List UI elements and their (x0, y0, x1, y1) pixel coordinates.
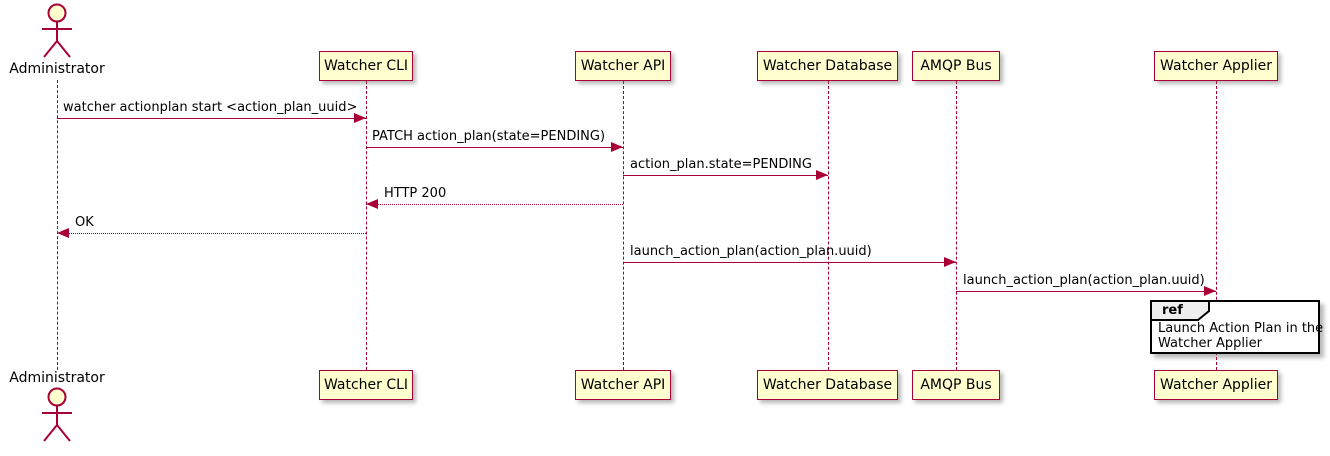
ref-text-line1: Launch Action Plan in the (1158, 321, 1324, 336)
participant-amqp-bus-top: AMQP Bus (912, 51, 1000, 81)
participant-watcher-cli-top: Watcher CLI (319, 51, 413, 81)
message-1-label: watcher actionplan start <action_plan_uu… (63, 100, 358, 115)
message-3-line (623, 175, 828, 176)
lifeline-administrator (57, 80, 58, 370)
message-6-label: launch_action_plan(action_plan.uuid) (630, 244, 872, 259)
actor-icon (42, 387, 72, 442)
actor-label-top: Administrator (9, 61, 105, 77)
participant-amqp-bus-bottom: AMQP Bus (912, 370, 1000, 400)
message-6-line (623, 262, 956, 263)
actor-icon (42, 3, 72, 58)
arrowhead-right-icon (354, 113, 366, 123)
message-3-label: action_plan.state=PENDING (630, 157, 812, 172)
message-2-line (366, 147, 623, 148)
ref-pentagon-icon (1150, 300, 1210, 321)
participant-watcher-applier-bottom: Watcher Applier (1154, 370, 1278, 400)
message-4-label: HTTP 200 (384, 186, 447, 201)
participant-watcher-database-bottom: Watcher Database (757, 370, 898, 400)
ref-fragment: ref Launch Action Plan in the Watcher Ap… (1150, 300, 1324, 354)
participant-watcher-api-bottom: Watcher API (575, 370, 671, 400)
message-7-label: launch_action_plan(action_plan.uuid) (963, 273, 1205, 288)
ref-keyword: ref (1162, 303, 1183, 318)
arrowhead-left-icon (366, 199, 378, 209)
participant-watcher-cli-bottom: Watcher CLI (319, 370, 413, 400)
arrowhead-right-icon (611, 142, 623, 152)
message-1-line (57, 118, 366, 119)
arrowhead-right-icon (944, 257, 956, 267)
actor-label-bottom: Administrator (9, 370, 105, 386)
lifeline-watcher-cli (366, 81, 367, 370)
lifeline-watcher-database (828, 81, 829, 370)
arrowhead-right-icon (1204, 286, 1216, 296)
message-4-line (366, 204, 623, 205)
participant-watcher-api-top: Watcher API (575, 51, 671, 81)
lifeline-amqp-bus (956, 81, 957, 370)
arrowhead-left-icon (57, 228, 69, 238)
message-2-label: PATCH action_plan(state=PENDING) (372, 129, 606, 144)
participant-watcher-database-top: Watcher Database (757, 51, 898, 81)
lifeline-watcher-applier (1216, 81, 1217, 370)
participant-watcher-applier-top: Watcher Applier (1154, 51, 1278, 81)
ref-text-line2: Watcher Applier (1158, 336, 1262, 351)
message-7-line (956, 291, 1216, 292)
message-5-line (57, 233, 366, 234)
arrowhead-right-icon (816, 170, 828, 180)
message-5-label: OK (75, 215, 94, 230)
lifeline-watcher-api (623, 81, 624, 370)
